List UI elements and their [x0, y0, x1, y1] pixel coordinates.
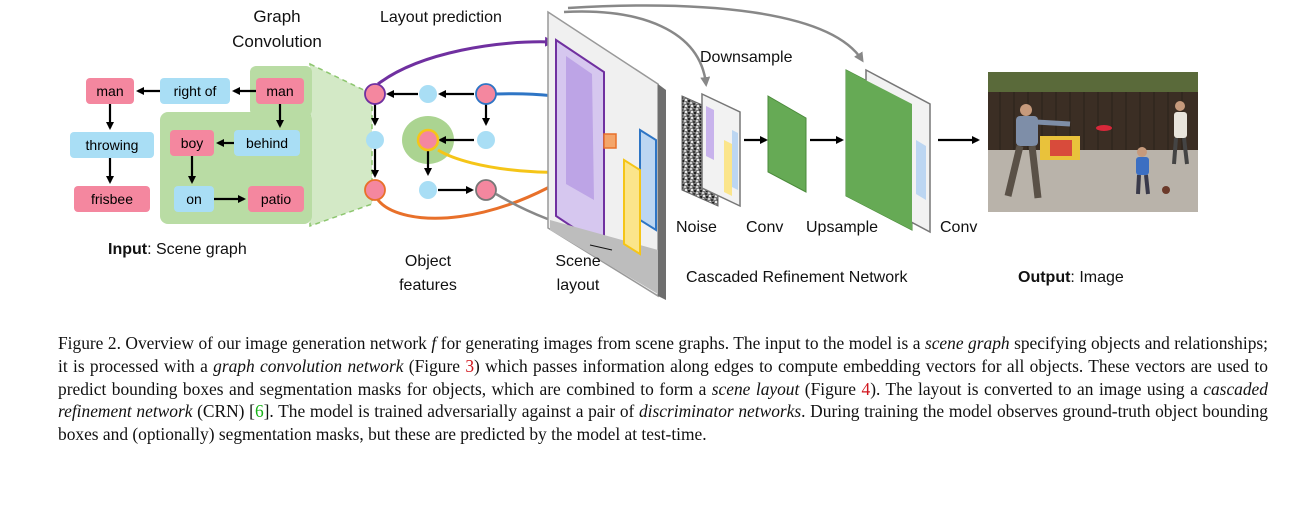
conv1-block	[767, 95, 807, 193]
layout-yellow-region	[623, 158, 641, 256]
citation-6-link[interactable]: 6	[254, 401, 264, 422]
node-throwing	[70, 132, 154, 158]
figure-4-link[interactable]: 4	[861, 378, 871, 399]
layout-prediction-label: Layout prediction	[380, 9, 502, 26]
noise-layout-blue	[732, 130, 738, 190]
upsample-layout-green	[846, 70, 912, 230]
scene-graph: man right of man throwing boy behind fri…	[70, 78, 304, 212]
conv2-label: Conv	[940, 219, 977, 236]
scene-layout-pointer	[589, 244, 613, 251]
input-caption: Input: Scene graph	[108, 241, 247, 258]
purple-curve	[377, 36, 555, 86]
node-label: man	[96, 83, 123, 99]
figure-caption: Figure 2. Overview of our image generati…	[58, 333, 1269, 445]
conv-edges	[371, 90, 490, 194]
node-label: frisbee	[91, 191, 133, 207]
scene-graph-edges	[106, 87, 284, 203]
noise-layout-yellow	[724, 140, 732, 196]
upsample-label: Upsample	[806, 219, 878, 236]
node-boy	[170, 130, 214, 156]
graph-convolution-title: Graph	[253, 7, 300, 26]
noise-layout-purple	[706, 106, 714, 160]
node-label: throwing	[86, 137, 139, 153]
node-label: boy	[181, 135, 204, 151]
node-behind	[234, 130, 300, 156]
object-features-label: Object	[405, 253, 452, 270]
node-man-2	[256, 78, 304, 104]
node-patio	[248, 186, 304, 212]
downsample-arc-1	[563, 10, 711, 87]
node-label: behind	[246, 135, 288, 151]
object-features-label-2: features	[399, 277, 457, 294]
conv1-label: Conv	[746, 219, 783, 236]
node-frisbee	[74, 186, 150, 212]
graph-conv-trapezoid	[309, 62, 373, 228]
downsample-arc-2	[567, 4, 864, 63]
feature-nodes	[364, 83, 497, 201]
scene-layout-edge	[658, 84, 666, 300]
node-label: right of	[174, 83, 217, 99]
output-image	[988, 72, 1198, 212]
node-label: man	[266, 83, 293, 99]
figure-3-link[interactable]: 3	[465, 355, 475, 376]
output-caption: Output: Image	[1018, 269, 1124, 286]
upsample-layout-blue	[916, 140, 926, 200]
node-label: patio	[261, 191, 292, 207]
layout-orange-region	[603, 133, 617, 149]
scene-layout-label: Scene	[555, 253, 600, 270]
scene-layout-label-2: layout	[557, 277, 600, 294]
figure-diagram: Graph Convolution man right of man throw…	[70, 4, 1198, 300]
noise-label: Noise	[676, 219, 717, 236]
node-right-of	[160, 78, 230, 104]
crn-label: Cascaded Refinement Network	[686, 269, 908, 286]
layout-blue-region	[639, 128, 657, 232]
node-man-1	[86, 78, 134, 104]
layout-gray-floor	[550, 220, 658, 294]
node-on	[174, 186, 214, 212]
downsample-label: Downsample	[700, 49, 793, 66]
layout-purple-mask	[566, 56, 594, 200]
graph-convolution-title-2: Convolution	[232, 32, 322, 51]
node-label: on	[186, 191, 202, 207]
